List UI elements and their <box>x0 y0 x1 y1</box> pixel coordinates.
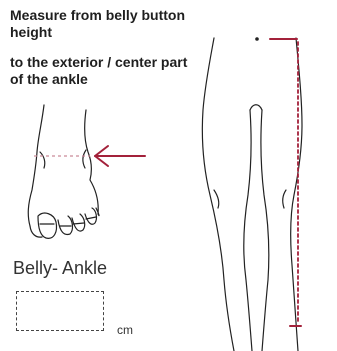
belly-button-dot <box>255 37 259 41</box>
measurement-label: Belly- Ankle <box>13 258 107 279</box>
measurement-input[interactable] <box>16 291 104 331</box>
unit-label: cm <box>117 323 133 337</box>
